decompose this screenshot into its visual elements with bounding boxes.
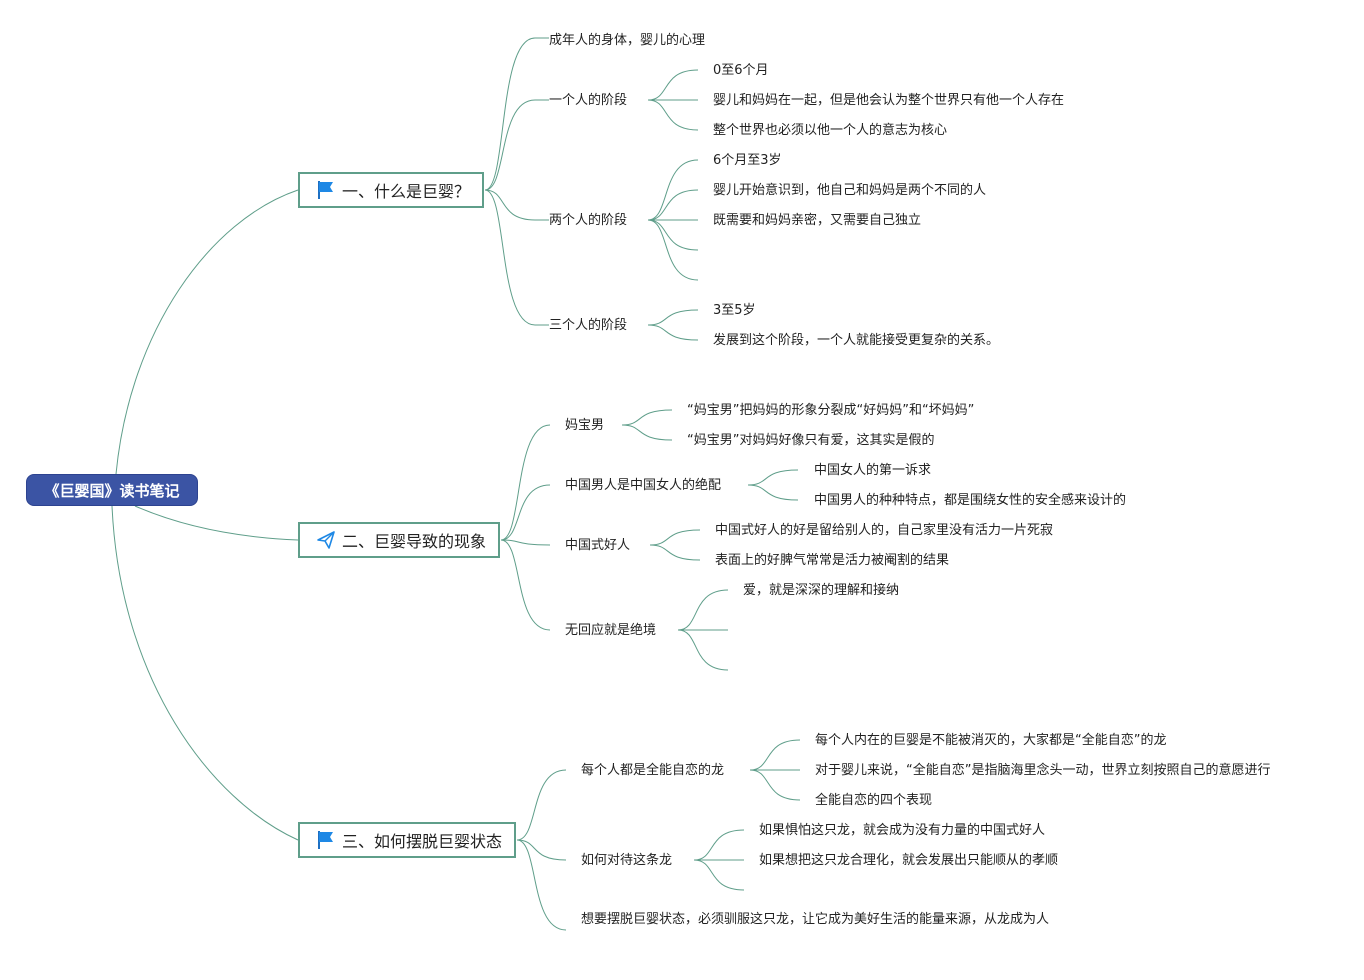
topic-phenomena[interactable]: 二、巨婴导致的现象: [298, 522, 500, 558]
connector-line: [115, 189, 299, 475]
leaf-item[interactable]: “妈宝男”对妈妈好像只有爱，这其实是假的: [687, 433, 935, 448]
topic-label: 三、如何摆脱巨婴状态: [342, 832, 503, 851]
subtopic[interactable]: 中国男人是中国女人的绝配: [565, 478, 722, 493]
leaf-item[interactable]: 如果惧怕这只龙，就会成为没有力量的中国式好人: [759, 823, 1046, 838]
leaf-item[interactable]: 发展到这个阶段，一个人就能接受更复杂的关系。: [713, 333, 1000, 348]
topic-label: 二、巨婴导致的现象: [342, 532, 487, 551]
subtopic[interactable]: 想要摆脱巨婴状态，必须驯服这只龙，让它成为美好生活的能量来源，从龙成为人: [581, 912, 1050, 927]
connector-line: [749, 739, 801, 771]
connector-line: [693, 859, 745, 891]
topic-how-to-escape[interactable]: 三、如何摆脱巨婴状态: [298, 822, 516, 858]
subtopic[interactable]: 无回应就是绝境: [565, 623, 657, 638]
connector-line: [500, 484, 551, 541]
leaf-item[interactable]: 全能自恋的四个表现: [815, 793, 933, 808]
subtopic[interactable]: 每个人都是全能自恋的龙: [581, 763, 725, 778]
subtopic[interactable]: 成年人的身体，婴儿的心理: [549, 33, 706, 48]
leaf-item[interactable]: 如果想把这只龙合理化，就会发展出只能顺从的孝顺: [759, 853, 1059, 868]
leaf-item[interactable]: “妈宝男”把妈妈的形象分裂成“好妈妈”和“坏妈妈”: [687, 403, 975, 418]
connector-line: [647, 69, 699, 101]
leaf-item[interactable]: 6个月至3岁: [713, 153, 782, 168]
connector-line: [484, 189, 536, 221]
send-icon: [316, 530, 336, 550]
connector-line: [749, 769, 801, 801]
subtopic[interactable]: 一个人的阶段: [549, 93, 628, 108]
leaf-item[interactable]: 每个人内在的巨婴是不能被消灭的，大家都是“全能自恋”的龙: [815, 733, 1167, 748]
connector-line: [647, 219, 699, 281]
connector-line: [647, 324, 699, 341]
connector-line: [647, 219, 699, 251]
connector-line: [500, 424, 551, 541]
connector-line: [647, 99, 699, 131]
flag-icon: [316, 180, 336, 200]
root-topic[interactable]: 《巨婴国》读书笔记: [26, 474, 198, 506]
leaf-item[interactable]: 中国式好人的好是留给别人的，自己家里没有活力一片死寂: [715, 523, 1054, 538]
connector-line: [747, 484, 799, 501]
connector-line: [516, 839, 567, 861]
leaf-item[interactable]: 中国男人的种种特点，都是围绕女性的安全感来设计的: [814, 493, 1127, 508]
connector-line: [500, 539, 551, 631]
leaf-item[interactable]: 爱，就是深深的理解和接纳: [743, 583, 900, 598]
leaf-item[interactable]: 整个世界也必须以他一个人的意志为核心: [713, 123, 948, 138]
leaf-item[interactable]: 婴儿和妈妈在一起，但是他会认为整个世界只有他一个人存在: [713, 93, 1065, 108]
topic-label: 一、什么是巨婴？: [342, 182, 471, 201]
connector-line: [677, 589, 729, 631]
connector-line: [647, 309, 699, 326]
subtopic[interactable]: 三个人的阶段: [549, 318, 628, 333]
topic-what-is-giant-baby[interactable]: 一、什么是巨婴？: [298, 172, 484, 208]
flag-icon: [316, 830, 336, 850]
connector-line: [516, 769, 567, 841]
connector-line: [111, 505, 299, 841]
connector-line: [647, 159, 699, 221]
leaf-item[interactable]: 0至6个月: [713, 63, 769, 78]
connector-line: [693, 829, 745, 861]
connector-line: [134, 505, 299, 541]
connector-line: [647, 189, 699, 221]
connector-line: [677, 629, 729, 671]
leaf-item[interactable]: 中国女人的第一诉求: [814, 463, 932, 478]
subtopic[interactable]: 中国式好人: [565, 538, 631, 553]
leaf-item[interactable]: 对于婴儿来说，“全能自恋”是指脑海里念头一动，世界立刻按照自己的意愿进行: [815, 763, 1271, 778]
connector-line: [747, 469, 799, 486]
subtopic[interactable]: 如何对待这条龙: [581, 853, 673, 868]
connector-line: [500, 539, 551, 546]
connector-line: [621, 424, 673, 441]
connector-line: [484, 99, 536, 191]
connector-line: [649, 544, 701, 561]
leaf-item[interactable]: 3至5岁: [713, 303, 756, 318]
connector-line: [621, 409, 673, 426]
connector-line: [484, 189, 536, 326]
connector-line: [649, 529, 701, 546]
connector-line: [484, 37, 536, 191]
leaf-item[interactable]: 婴儿开始意识到，他自己和妈妈是两个不同的人: [713, 183, 987, 198]
connector-line: [516, 839, 567, 931]
leaf-item[interactable]: 表面上的好脾气常常是活力被阉割的结果: [715, 553, 950, 568]
leaf-item[interactable]: 既需要和妈妈亲密，又需要自己独立: [713, 213, 922, 228]
subtopic[interactable]: 两个人的阶段: [549, 213, 628, 228]
subtopic[interactable]: 妈宝男: [565, 418, 605, 433]
